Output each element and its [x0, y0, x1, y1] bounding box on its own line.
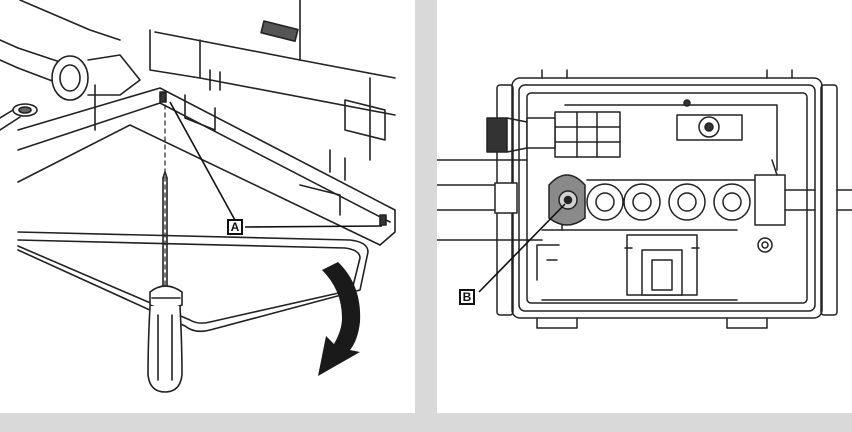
cable-glands	[586, 183, 751, 221]
right-illustration-panel	[437, 0, 852, 413]
left-connector	[0, 103, 38, 131]
callout-a-leaders	[169, 101, 383, 228]
terminal-block	[486, 111, 621, 158]
rotation-arrow	[318, 262, 361, 376]
bottom-strip	[0, 413, 852, 432]
left-pipe	[437, 159, 543, 241]
thermostat-switch	[676, 99, 743, 141]
cover-opening-drawing	[0, 0, 396, 393]
callout-label-b: B	[459, 289, 475, 305]
sensor-knob	[548, 174, 586, 226]
pipe-fitting	[0, 0, 141, 131]
cover-screws	[159, 91, 387, 226]
callout-label-a: A	[227, 219, 243, 235]
lower-connector	[536, 234, 700, 296]
enclosure-interior-drawing	[437, 69, 852, 329]
upper-housing	[149, 0, 396, 161]
left-illustration-panel: A	[0, 0, 415, 413]
callout-b-leader	[478, 203, 566, 293]
screwdriver	[147, 171, 183, 393]
right-fittings	[754, 159, 852, 253]
internal-boards	[541, 104, 778, 301]
enclosure-box	[496, 69, 838, 329]
